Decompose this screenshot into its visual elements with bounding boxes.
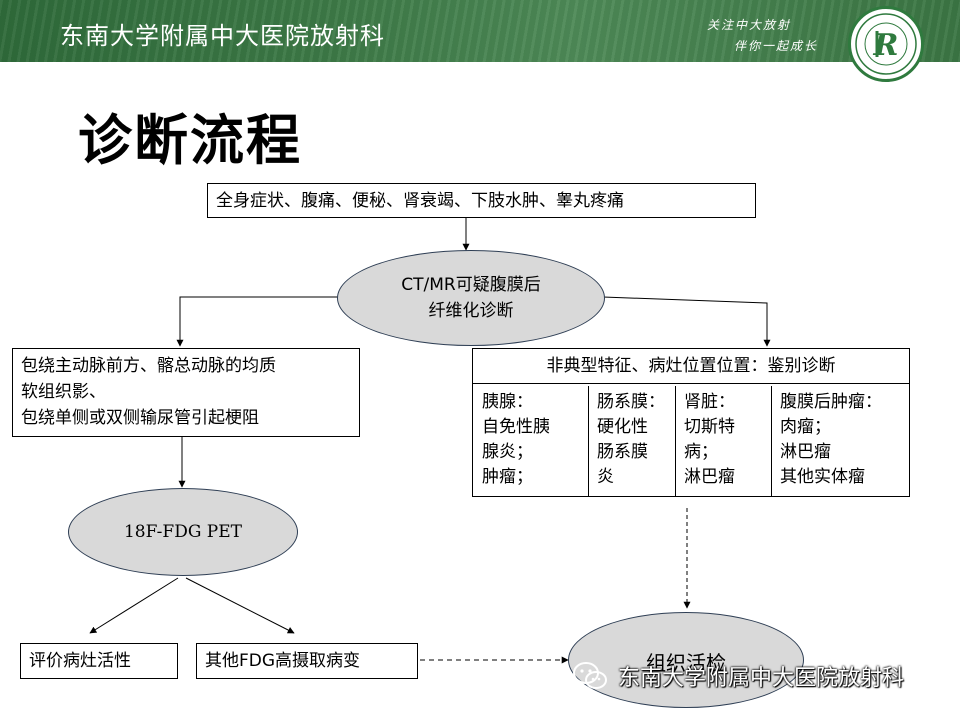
differential-table — [472, 383, 910, 497]
differential-header-box: 非典型特征、病灶位置位置：鉴别诊断 — [472, 348, 910, 384]
findings-line-1: 包绕主动脉前方、髂总动脉的均质 — [21, 356, 276, 376]
cell-text: 胰腺： — [482, 392, 533, 412]
cell-text: 肾脏： — [684, 392, 735, 412]
cell-text: 腹膜后肿瘤： — [780, 392, 882, 412]
banner-title: 东南大学附属中大医院放射科 — [60, 22, 385, 50]
cell-text: 淋巴瘤 — [684, 467, 735, 487]
eval-activity-box: 评价病灶活性 — [20, 643, 178, 679]
slogan-line-1: 关注中大放射 — [707, 18, 792, 32]
ct-mr-line-2: 纤维化诊断 — [428, 301, 514, 321]
findings-line-2: 软组织影、 — [21, 382, 106, 402]
cell-text: 肠系膜： — [597, 392, 665, 412]
periaortic-findings-box: 包绕主动脉前方、髂总动脉的均质 软组织影、 包绕单侧或双侧输尿管引起梗阻 — [12, 348, 360, 437]
cell-text: 腺炎； — [482, 442, 533, 462]
symptoms-text: 全身症状、腹痛、便秘、肾衰竭、下肢水肿、睾丸疼痛 — [216, 191, 624, 211]
header-banner: 东南大学附属中大医院放射科 关注中大放射 伴你一起成长 — [0, 0, 960, 62]
pet-label: 18F-FDG PET — [123, 522, 242, 542]
pet-ellipse: 18F-FDG PET — [68, 488, 298, 576]
ct-mr-line-1: CT/MR可疑腹膜后 — [401, 275, 541, 295]
biopsy-ellipse: 组织活检 — [568, 612, 804, 708]
other-lesions-text: 其他FDG高摄取病变 — [205, 651, 361, 671]
ct-mr-ellipse: CT/MR可疑腹膜后 纤维化诊断 — [337, 250, 605, 346]
cell-text: 淋巴瘤 — [780, 442, 831, 462]
differential-col-mesentery: 肠系膜： 硬化性 肠系膜 炎 — [589, 386, 676, 496]
cell-text: 切斯特 — [684, 417, 735, 437]
wechat-watermark: 东南大学附属中大医院放射科 — [572, 660, 904, 692]
cell-text: 炎 — [597, 467, 614, 487]
cell-text: 其他实体瘤 — [780, 467, 865, 487]
watermark-text: 东南大学附属中大医院放射科 — [618, 666, 905, 691]
differential-col-pancreas: 胰腺： 自免性胰 腺炎； 肿瘤； — [474, 386, 589, 496]
page-title: 诊断流程 — [78, 109, 302, 172]
slogan-line-2: 伴你一起成长 — [734, 39, 819, 53]
cell-text: 硬化性 — [597, 417, 648, 437]
wechat-icon — [572, 661, 608, 691]
cell-text: 肿瘤； — [482, 467, 533, 487]
differential-col-retroperitoneal-tumor: 腹膜后肿瘤： 肉瘤； 淋巴瘤 其他实体瘤 — [772, 386, 908, 496]
other-lesions-box: 其他FDG高摄取病变 — [196, 643, 418, 679]
hospital-logo-icon: R — [848, 6, 924, 82]
cell-text: 自免性胰 — [482, 417, 550, 437]
banner-texture — [0, 0, 960, 62]
differential-col-kidney: 肾脏： 切斯特 病； 淋巴瘤 — [676, 386, 772, 496]
cell-text: 肉瘤； — [780, 417, 831, 437]
differential-header: 非典型特征、病灶位置位置：鉴别诊断 — [546, 356, 836, 376]
cell-text: 肠系膜 — [597, 442, 648, 462]
biopsy-label: 组织活检 — [646, 651, 726, 675]
cell-text: 病； — [684, 442, 718, 462]
findings-line-3: 包绕单侧或双侧输尿管引起梗阻 — [21, 408, 259, 428]
eval-activity-text: 评价病灶活性 — [29, 651, 131, 671]
symptoms-box: 全身症状、腹痛、便秘、肾衰竭、下肢水肿、睾丸疼痛 — [207, 183, 756, 218]
